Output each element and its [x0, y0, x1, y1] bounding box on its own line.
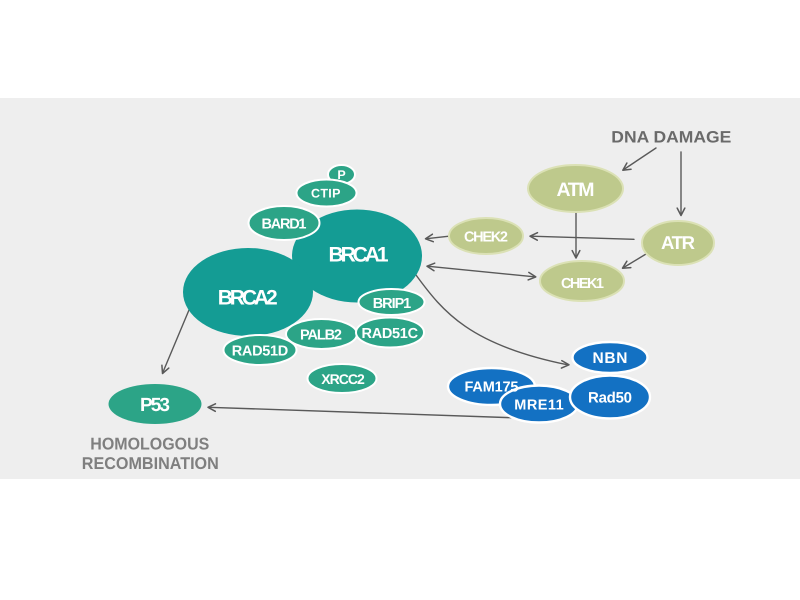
svg-text:BARD1: BARD1 [262, 216, 307, 232]
svg-text:RECOMBINATION: RECOMBINATION [82, 454, 219, 473]
svg-text:XRCC2: XRCC2 [321, 371, 365, 387]
svg-text:DNA DAMAGE: DNA DAMAGE [611, 129, 731, 147]
svg-text:BRCA2: BRCA2 [218, 287, 278, 310]
svg-text:P53: P53 [140, 395, 170, 416]
svg-text:BRIP1: BRIP1 [373, 296, 412, 312]
svg-text:MRE11: MRE11 [514, 397, 564, 413]
svg-text:CTIP: CTIP [311, 186, 341, 200]
svg-text:FAM175: FAM175 [465, 380, 519, 396]
svg-text:PALB2: PALB2 [300, 327, 342, 343]
svg-text:HOMOLOGOUS: HOMOLOGOUS [90, 434, 209, 453]
svg-text:NBN: NBN [593, 350, 628, 367]
svg-text:Rad50: Rad50 [588, 389, 632, 406]
svg-text:ATR: ATR [661, 232, 695, 253]
svg-text:P: P [337, 168, 345, 182]
svg-text:ATM: ATM [557, 179, 595, 201]
svg-text:CHEK1: CHEK1 [561, 276, 604, 292]
svg-text:RAD51C: RAD51C [362, 326, 419, 342]
svg-text:BRCA1: BRCA1 [329, 244, 389, 267]
svg-text:RAD51D: RAD51D [232, 344, 289, 360]
svg-text:CHEK2: CHEK2 [464, 230, 508, 246]
